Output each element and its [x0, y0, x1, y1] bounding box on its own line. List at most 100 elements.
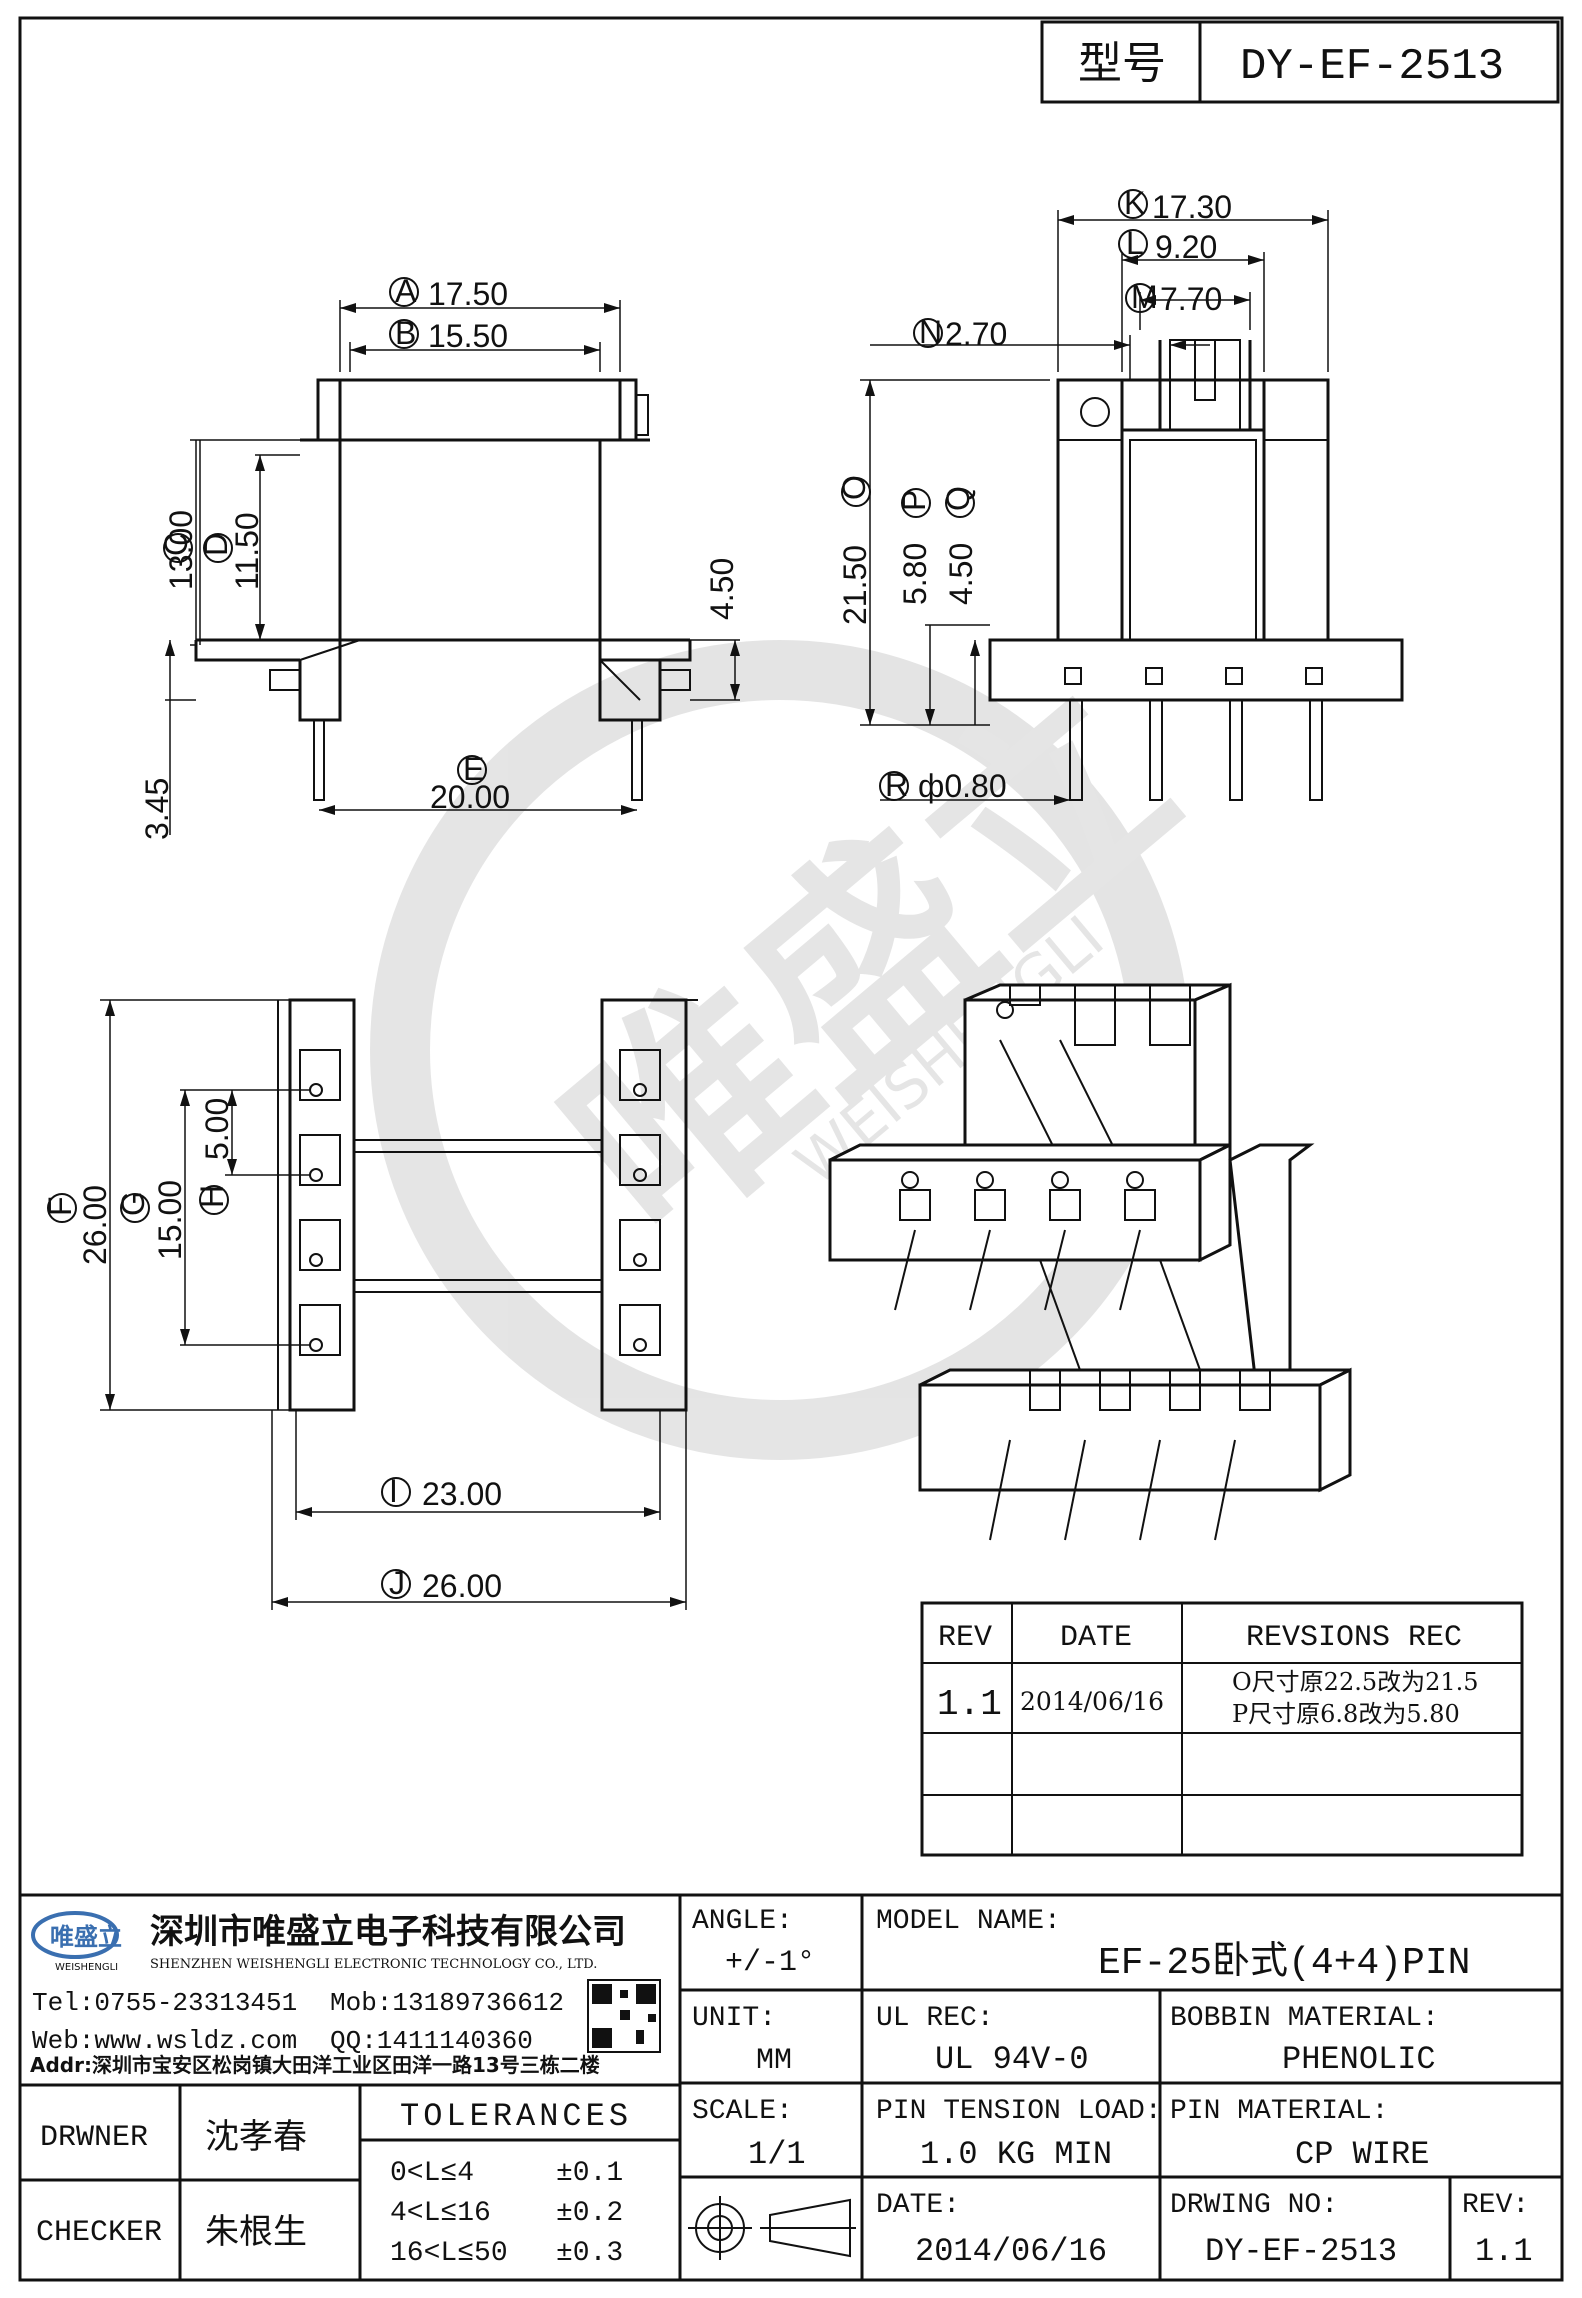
sheet-border [18, 16, 1564, 2282]
marker-c: C [158, 533, 194, 556]
company-web: Web:www.wsldz.com [32, 2026, 297, 2056]
logo-text: 唯盛立 [50, 1923, 122, 1951]
marker-i: I [389, 1473, 398, 1509]
drwing-no-value: DY-EF-2513 [1205, 2233, 1397, 2270]
marker-d: D [198, 533, 234, 556]
rev-value: 1.1 [1475, 2233, 1533, 2270]
dim-l-value: 9.20 [1155, 229, 1217, 265]
marker-j: J [389, 1565, 405, 1601]
dim-i-value: 23.00 [422, 1476, 502, 1512]
tol-range-1: 4<L≤16 [390, 2198, 491, 2229]
marker-h: H [194, 1185, 230, 1208]
unit-value: MM [756, 2044, 792, 2078]
company-tel: Tel:0755-23313451 [32, 1988, 297, 2018]
marker-g: G [115, 1191, 151, 1216]
dim-n-value: 2.70 [945, 316, 1007, 352]
rev-row-date: 2014/06/16 [1020, 1687, 1164, 1716]
logo-sub: WEISHENGLI [55, 1962, 118, 1973]
ul-rec-value: UL 94V-0 [935, 2041, 1089, 2078]
rev-row-rec1: O尺寸原22.5改为21.5 [1232, 1668, 1479, 1696]
date-value: 2014/06/16 [915, 2233, 1107, 2270]
projection-symbol [688, 2196, 856, 2260]
checker-label: CHECKER [36, 2216, 162, 2250]
dim-g-value: 15.00 [152, 1180, 188, 1260]
tol-range-0: 0<L≤4 [390, 2158, 474, 2189]
dim-p-value: 5.80 [897, 543, 933, 605]
rev-header-date: DATE [1060, 1621, 1132, 1655]
company-mob: Mob:13189736612 [330, 1988, 564, 2018]
dim-k-value: 17.30 [1152, 189, 1232, 225]
company-name-cn: 深圳市唯盛立电子科技有限公司 [150, 1912, 626, 1952]
revision-table: REV DATE REVSIONS REC 1.1 2014/06/16 O尺寸… [920, 1601, 1524, 1857]
unit-label: UNIT: [692, 2003, 776, 2034]
company-logo: 唯盛立 WEISHENGLI [31, 1911, 122, 1973]
front-view: A 17.50 B 15.50 13.00 C 11.50 D 3.45 [139, 273, 740, 840]
marker-q: Q [940, 486, 976, 511]
drawer-name: 沈孝春 [205, 2117, 307, 2157]
company-addr: Addr:深圳市宝安区松岗镇大田洋工业区田洋一路13号三栋二楼 [30, 2053, 600, 2077]
tolerances-label: TOLERANCES [400, 2098, 632, 2135]
model-value: DY-EF-2513 [1240, 42, 1504, 92]
marker-a: A [395, 273, 417, 309]
plan-view: 26.00 F 15.00 G 5.00 H I 23.00 [42, 998, 698, 1610]
tol-value-2: ±0.3 [556, 2238, 623, 2269]
dim-q-value: 4.50 [943, 543, 979, 605]
qr-code [587, 1979, 661, 2053]
marker-l: L [1126, 225, 1144, 261]
rev-header-rev: REV [938, 1621, 992, 1655]
marker-f: F [42, 1196, 78, 1216]
pin-material-value: CP WIRE [1295, 2136, 1429, 2173]
dim-m-value: 7.70 [1160, 281, 1222, 317]
dim-f-value: 26.00 [77, 1185, 113, 1265]
title-block: 唯盛立 WEISHENGLI 深圳市唯盛立电子科技有限公司 SHENZHEN W… [20, 1893, 1562, 2280]
scale-label: SCALE: [692, 2096, 793, 2127]
dim-side-right-value: 4.50 [704, 558, 740, 620]
marker-n: N [919, 314, 942, 350]
dim-e-value: 20.00 [430, 779, 510, 815]
rev-label: REV: [1462, 2190, 1529, 2221]
scale-value: 1/1 [748, 2136, 806, 2173]
marker-p: P [896, 490, 932, 511]
angle-value: +/-1° [725, 1946, 815, 1980]
dim-h-value: 5.00 [199, 1098, 235, 1160]
marker-o: O [836, 475, 872, 500]
ul-rec-label: UL REC: [876, 2003, 994, 2034]
company-name-en: SHENZHEN WEISHENGLI ELECTRONIC TECHNOLOG… [150, 1957, 597, 1972]
checker-name: 朱根生 [205, 2212, 307, 2252]
tol-value-0: ±0.1 [556, 2158, 623, 2189]
marker-r: R [885, 767, 908, 803]
dim-side-left-value: 3.45 [139, 778, 175, 840]
angle-label: ANGLE: [692, 1906, 793, 1937]
dim-o-value: 21.50 [837, 545, 873, 625]
dim-r-value: ф0.80 [918, 768, 1007, 804]
drwing-no-label: DRWING NO: [1170, 2190, 1338, 2221]
marker-b: B [395, 315, 416, 351]
dim-j-value: 26.00 [422, 1568, 502, 1604]
pin-tension-label: PIN TENSION LOAD: [876, 2096, 1162, 2127]
model-name-value: EF-25卧式(4+4)PIN [1098, 1941, 1470, 1985]
rev-row-rev: 1.1 [937, 1684, 1002, 1725]
dim-b-value: 15.50 [428, 318, 508, 354]
header-model-box: 型号 DY-EF-2513 [1040, 20, 1560, 104]
drawer-label: DRWNER [40, 2121, 148, 2155]
isometric-view [828, 982, 1352, 1541]
model-label: 型号 [1078, 38, 1166, 89]
tol-value-1: ±0.2 [556, 2198, 623, 2229]
company-qq: QQ:1411140360 [330, 2026, 533, 2056]
pin-tension-value: 1.0 KG MIN [920, 2136, 1112, 2173]
rev-header-rec: REVSIONS REC [1246, 1621, 1462, 1655]
dim-c-value: 13.00 [163, 510, 199, 590]
model-name-label: MODEL NAME: [876, 1906, 1061, 1937]
marker-k: K [1124, 185, 1145, 221]
bobbin-label: BOBBIN MATERIAL: [1170, 2003, 1439, 2034]
side-view: K 17.30 L 9.20 M 7.70 N 2.70 21.5 [836, 185, 1404, 805]
bobbin-value: PHENOLIC [1282, 2041, 1436, 2078]
dim-a-value: 17.50 [428, 276, 508, 312]
dim-d-value: 11.50 [229, 512, 265, 590]
tol-range-2: 16<L≤50 [390, 2238, 508, 2269]
rev-row-rec2: P尺寸原6.8改为5.80 [1232, 1700, 1460, 1728]
marker-e: E [463, 751, 484, 787]
marker-m: M [1131, 279, 1158, 315]
date-label: DATE: [876, 2190, 960, 2221]
